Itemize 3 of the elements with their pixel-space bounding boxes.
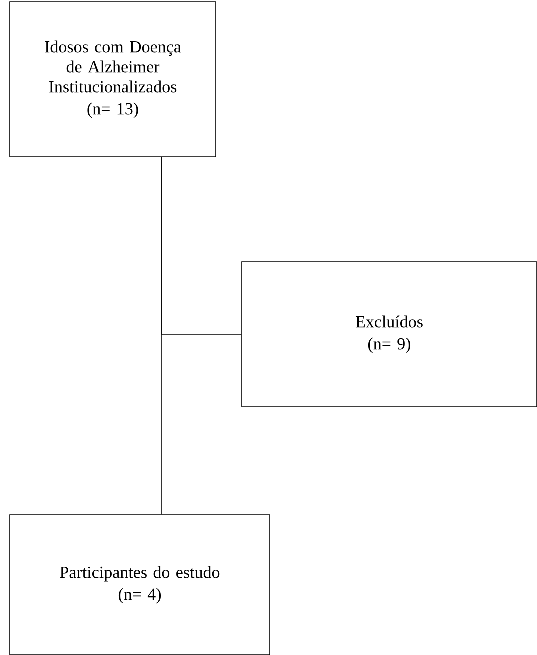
flow-box: Idosos com Doença de Alzheimer Institucionalizados (n= 13) [10,2,216,158]
flow-box: Participantes do estudo (n= 4) [10,514,270,655]
flow-box: Excluídos (n= 9) [242,262,537,408]
